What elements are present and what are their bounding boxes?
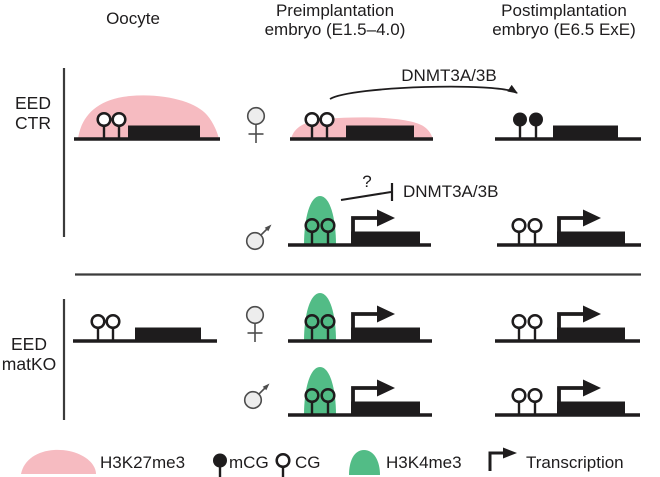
legend-label-mcg: mCG [229,453,269,472]
h3k4me3-peak-icon [349,450,380,475]
ctr-paternal-preimplantation-allele [288,196,431,247]
dnmt-gain-label: DNMT3A/3B [401,66,497,85]
mcg-lollipop-icon [211,452,229,477]
ctr-paternal-postimplantation-allele [497,207,641,247]
cg-lollipop [511,387,527,417]
matko-paternal-preimplantation-allele [288,367,432,417]
cg-lollipop-icon [275,452,291,477]
transcription-arrow-icon [488,451,505,471]
cg-lollipop [527,387,543,417]
gene-body [557,401,625,414]
transcription-arrow [351,377,397,405]
transcription-arrow [557,377,603,405]
dnmt-inhibition [340,183,394,201]
transcription-arrow [351,207,397,235]
dnmt-blocked-label: DNMT3A/3B [403,182,499,201]
column-header-postimplantation: Postimplantation embryo (E6.5 ExE) [492,1,636,39]
inhibition-line [340,191,392,201]
matko-maternal-postimplantation-allele [495,303,640,343]
legend-label-transcription: Transcription [526,453,624,472]
cg-lollipop [527,313,543,343]
cg-lollipop [511,313,527,343]
mcg-lollipop [511,111,529,141]
ctr-maternal-oocyte-allele [74,95,220,141]
mcg-lollipop [527,111,545,141]
legend-label-h3k27me3: H3K27me3 [100,453,186,472]
legend-glyphs [21,447,517,477]
female-icon [246,106,266,144]
legend-label-cg: CG [295,453,321,472]
gene-body [351,327,420,340]
cg-lollipop [511,217,527,247]
dnmt-gain-arrow [329,84,518,100]
legend-label-h3k4me3: H3K4me3 [386,453,462,472]
cg-lollipop [105,313,121,343]
matko-maternal-oocyte-allele [73,313,217,343]
transcription-arrowhead-icon [503,447,517,459]
matko-paternal-postimplantation-allele [495,377,640,417]
gene-body [553,125,618,138]
question-mark: ? [362,172,372,191]
column-header-oocyte: Oocyte [106,9,160,28]
male-icon [245,223,273,251]
female-icon [245,305,265,343]
transcription-arrow [351,303,397,331]
column-header-preimplantation: Preimplantation embryo (E1.5–4.0) [264,1,406,39]
cg-lollipop [527,217,543,247]
h3k27me3-blob-icon [21,449,96,474]
transcription-arrow [557,207,603,235]
ctr-maternal-preimplantation-allele [290,111,433,141]
row-label-eed-ctr: EED CTR [15,93,51,133]
gene-body [346,125,414,138]
cg-lollipop [90,313,106,343]
gene-body [351,231,420,244]
gene-body [351,401,420,414]
male-icon [243,382,271,410]
transcription-arrow [557,303,603,331]
gene-body [557,231,625,244]
gene-body [128,125,200,138]
row-label-eed-matko: EED matKO [1,334,57,374]
ctr-maternal-postimplantation-allele [495,111,641,141]
gene-body [135,327,201,340]
gene-body [557,327,625,340]
matko-maternal-preimplantation-allele [288,293,432,343]
